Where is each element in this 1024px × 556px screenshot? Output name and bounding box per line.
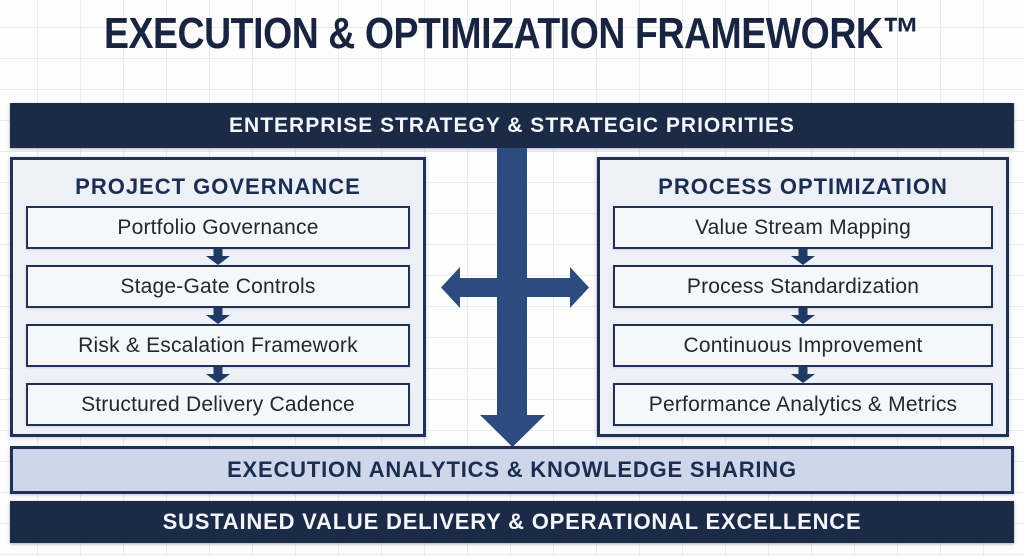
project-governance-panel: PROJECT GOVERNANCE Portfolio Governance … <box>10 157 426 437</box>
process-box: Performance Analytics & Metrics <box>613 383 993 426</box>
process-box: Risk & Escalation Framework <box>26 324 410 367</box>
down-arrow-icon <box>206 249 230 265</box>
down-arrow-icon <box>791 308 815 324</box>
enterprise-strategy-banner: ENTERPRISE STRATEGY & STRATEGIC PRIORITI… <box>10 103 1014 148</box>
process-box: Value Stream Mapping <box>613 206 993 249</box>
project-governance-header: PROJECT GOVERNANCE <box>75 174 361 199</box>
process-optimization-header: PROCESS OPTIMIZATION <box>658 174 948 199</box>
enterprise-strategy-label: ENTERPRISE STRATEGY & STRATEGIC PRIORITI… <box>229 113 795 137</box>
page-title-text: EXECUTION & OPTIMIZATION FRAMEWORK™ <box>104 9 920 58</box>
down-arrow-icon <box>791 367 815 383</box>
process-box: Process Standardization <box>613 265 993 308</box>
down-arrow-icon <box>206 367 230 383</box>
process-box: Portfolio Governance <box>26 206 410 249</box>
down-arrow-icon <box>791 249 815 265</box>
down-arrow-icon <box>206 308 230 324</box>
sustained-value-label: SUSTAINED VALUE DELIVERY & OPERATIONAL E… <box>162 509 862 534</box>
process-box: Stage-Gate Controls <box>26 265 410 308</box>
sustained-value-band: SUSTAINED VALUE DELIVERY & OPERATIONAL E… <box>10 501 1014 543</box>
process-box: Continuous Improvement <box>613 324 993 367</box>
execution-analytics-label: EXECUTION ANALYTICS & KNOWLEDGE SHARING <box>227 457 797 482</box>
execution-analytics-band: EXECUTION ANALYTICS & KNOWLEDGE SHARING <box>10 446 1014 494</box>
page-title: EXECUTION & OPTIMIZATION FRAMEWORK™ <box>0 8 1024 60</box>
process-box: Structured Delivery Cadence <box>26 383 410 426</box>
cross-double-arrow-icon <box>441 148 589 447</box>
process-optimization-panel: PROCESS OPTIMIZATION Value Stream Mappin… <box>597 157 1009 437</box>
